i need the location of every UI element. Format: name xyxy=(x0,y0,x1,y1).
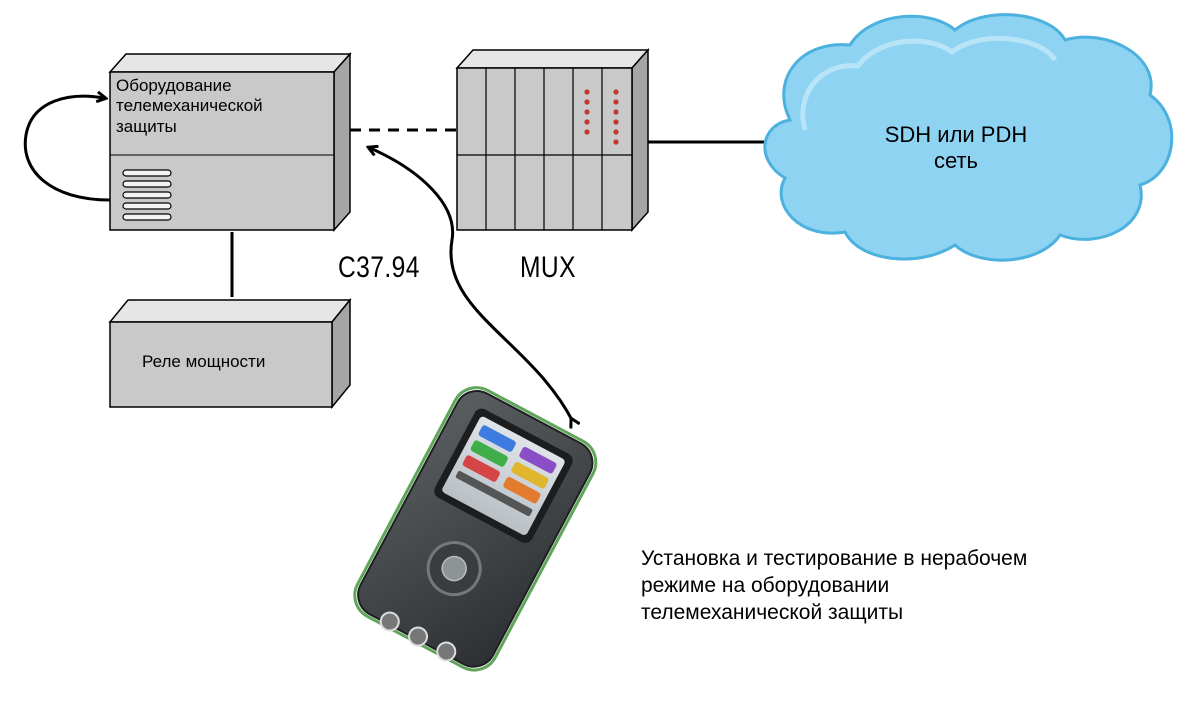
protection-box-side xyxy=(333,52,351,232)
power-relay-box xyxy=(108,297,352,410)
cloud-highlight xyxy=(800,35,1058,131)
c37-94-label: C37.94 xyxy=(338,251,420,284)
mux-top xyxy=(455,49,650,69)
device-connectors xyxy=(379,611,457,662)
mux-label: MUX xyxy=(520,251,576,284)
caption-text: Установка и тестирование в нерабочем реж… xyxy=(641,546,1027,627)
cloud-label-line: сеть xyxy=(933,148,979,174)
relay-label: Реле мощности xyxy=(142,352,266,371)
device-screen-buttons xyxy=(455,425,557,517)
vent-slots xyxy=(122,169,172,221)
relay-box-front xyxy=(109,321,333,408)
mux-side xyxy=(631,48,649,232)
caption-line: режиме на оборудовании xyxy=(641,573,890,597)
mux-rack xyxy=(455,48,650,232)
protection-equipment-box xyxy=(108,52,352,232)
protection-label-line: телемеханической xyxy=(116,96,263,116)
relay-box-top xyxy=(108,299,352,323)
device-jog-center xyxy=(441,555,467,582)
cloud-label: SDH или PDH сеть xyxy=(856,122,1056,175)
protection-equipment-label: Оборудование телемеханической защиты xyxy=(116,76,263,137)
cloud-label-line: SDH или PDH xyxy=(884,122,1028,147)
caption-line: Установка и тестирование в нерабочем xyxy=(641,547,1028,570)
handheld-tester-device xyxy=(353,386,598,672)
protection-label-line: защиты xyxy=(116,116,177,136)
mux-led-indicators xyxy=(584,89,619,145)
c37-94-link-arrow xyxy=(370,148,572,420)
network-cloud xyxy=(763,13,1174,262)
protection-box-top xyxy=(108,53,352,73)
protection-label-line: Оборудование xyxy=(116,76,232,95)
caption-line: телемеханической защиты xyxy=(641,600,904,624)
loopback-arrow xyxy=(23,96,111,202)
